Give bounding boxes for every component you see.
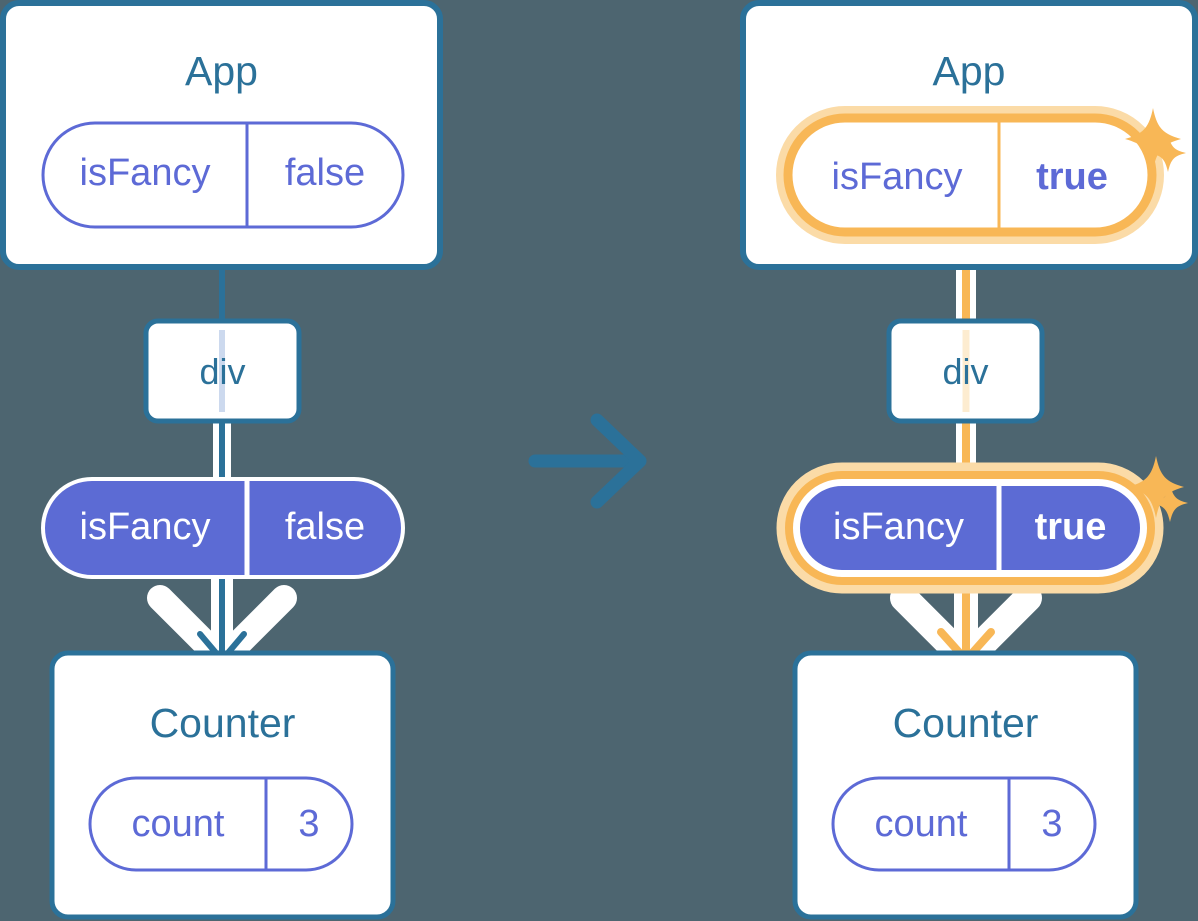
state-pill-isfancy-left[interactable] (41, 121, 405, 229)
sparkle-icon-app-large (1125, 108, 1181, 170)
sparkle-icon-pill-small (1152, 484, 1188, 522)
arrow-right-icon (528, 413, 647, 509)
highlight-ring-soft-pill (776, 462, 1164, 594)
state-pill-isfancy-right[interactable] (776, 106, 1164, 244)
element-box-div-left[interactable] (143, 318, 302, 424)
prop-pill-isfancy-left[interactable] (41, 477, 405, 579)
highlight-ring-solid-app (783, 113, 1157, 237)
state-pill-count-left[interactable] (88, 776, 354, 872)
element-box-div-right[interactable] (886, 318, 1045, 424)
panel-after (740, 0, 1198, 920)
state-pill-count-right[interactable] (831, 776, 1097, 872)
panel-before (0, 0, 443, 920)
sparkle-icon-app-small (1150, 134, 1186, 172)
sparkle-icon-pill-large (1128, 456, 1184, 518)
prop-pill-isfancy-right[interactable] (776, 462, 1164, 594)
